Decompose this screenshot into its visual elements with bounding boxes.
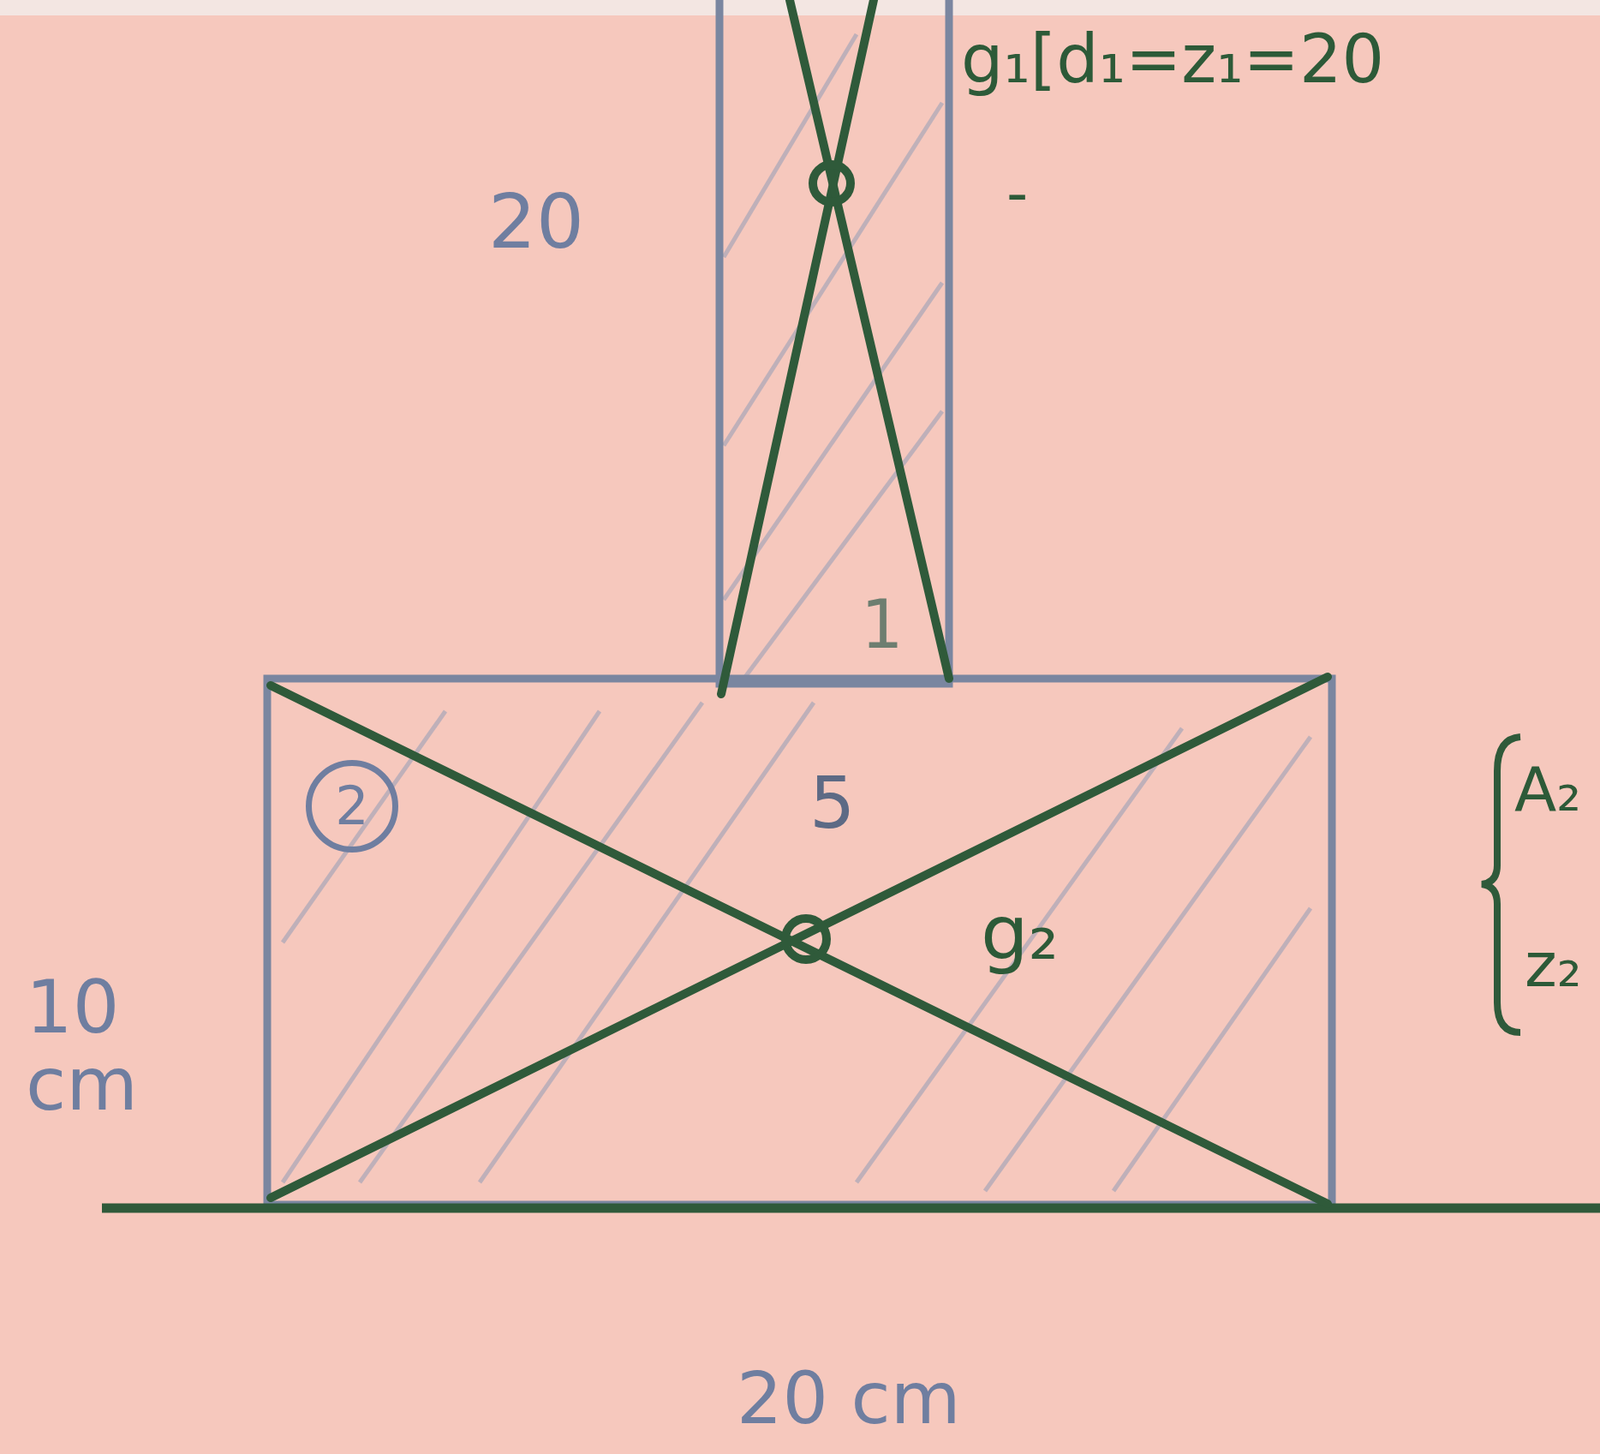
area-label: A₂ [1514, 758, 1582, 820]
dimension-label: 20 [488, 184, 585, 260]
dimension-label: 20 cm [736, 1361, 962, 1434]
centroid-label: g₂ [980, 895, 1059, 971]
formula-note: g₁[d₁=z₁=20 [961, 25, 1385, 93]
web-rectangle [719, 0, 950, 684]
part-number: 5 [809, 766, 855, 839]
dimension-label: 10 cm [25, 967, 180, 1123]
centroid-dot [785, 918, 827, 960]
distance-label: z₂ [1524, 933, 1583, 996]
centroid-lines [270, 0, 1328, 1204]
part-number: 1 [860, 591, 904, 658]
centroid-dot [812, 164, 851, 203]
dash-mark: - [1006, 162, 1028, 223]
hatching [282, 34, 1311, 1191]
callout-circle: 2 [305, 759, 399, 853]
ground-line [101, 1203, 1600, 1213]
top-strip [0, 0, 1600, 16]
callout-number: 2 [334, 779, 369, 833]
